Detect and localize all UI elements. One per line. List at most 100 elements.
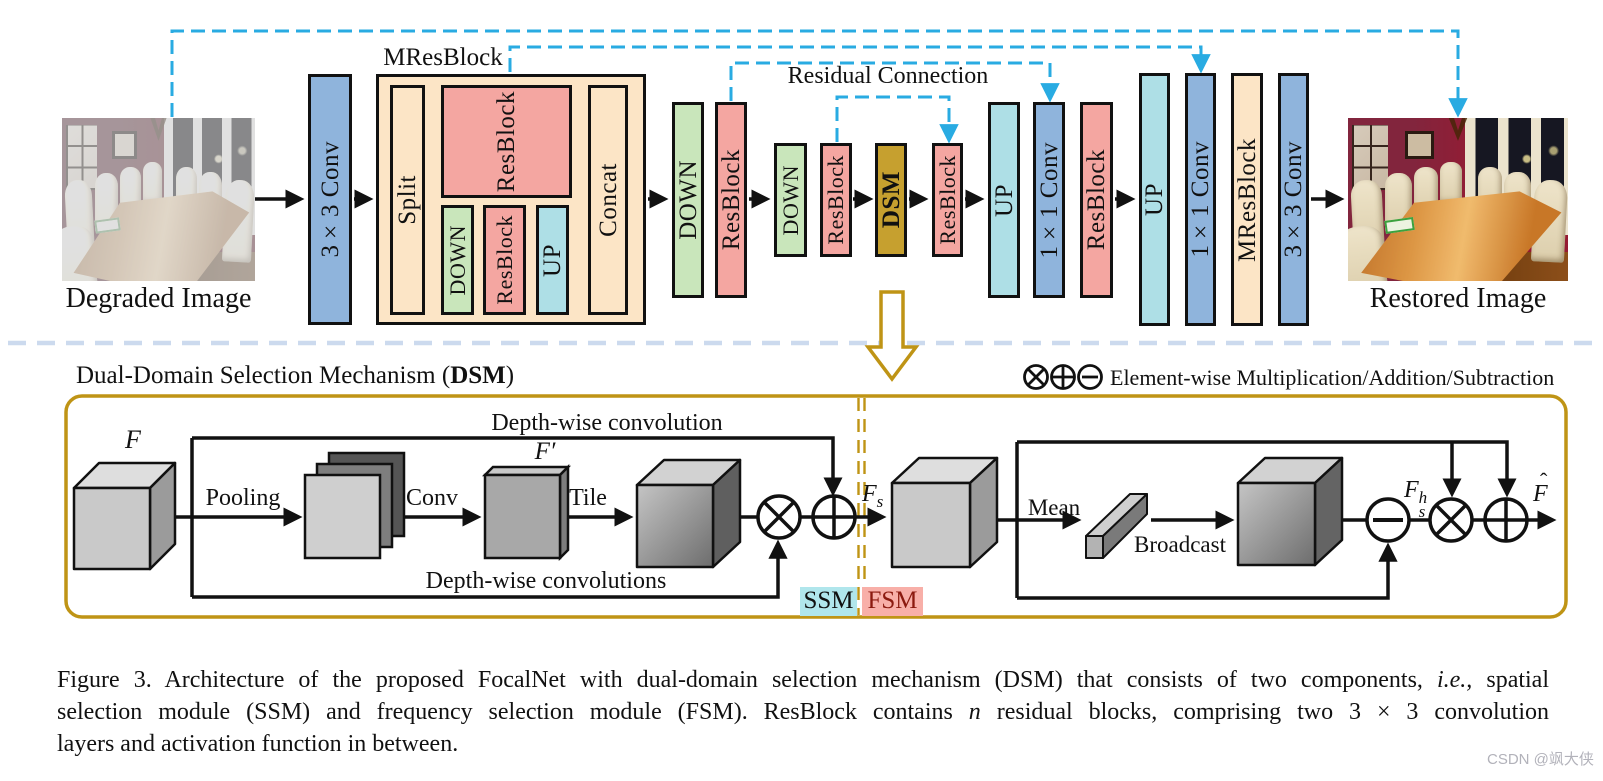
- caption-n-italic: n: [968, 699, 981, 725]
- residual-image-to-image: [170, 29, 1468, 118]
- block-conv3x3-output: 3×3 Conv: [1278, 73, 1309, 326]
- block-label: DOWN: [777, 164, 803, 236]
- tiled-attention-cube: [635, 458, 742, 569]
- caption-text: residual blocks, comprising two 3 × 3 co…: [980, 699, 1549, 725]
- caption-text: Figure 3. Architecture of the proposed F…: [57, 667, 1437, 693]
- caption-ie-italic: i.e.,: [1436, 667, 1473, 693]
- block-label: UP: [1141, 183, 1168, 216]
- ssm-bottom-path: [192, 539, 788, 599]
- caption-text: selection module (SSM) and frequency sel…: [57, 699, 969, 725]
- photo-scene: [1348, 118, 1568, 281]
- restored-image: [1348, 118, 1568, 281]
- haze-overlay: [62, 118, 255, 281]
- figure-caption: Figure 3. Architecture of the proposed F…: [57, 664, 1549, 760]
- fsm-bottom-path: [1017, 542, 1398, 600]
- block-resblock-3: ResBlock: [932, 143, 963, 257]
- ssm-fsm-divider: [857, 398, 866, 615]
- multiply-operator-ssm: [756, 494, 802, 540]
- block-label: DOWN: [444, 224, 470, 296]
- chair: [143, 162, 163, 205]
- block-conv1x1-2: 1×1 Conv: [1185, 73, 1216, 326]
- conv-label: Conv: [405, 485, 458, 511]
- broadcast-label: Broadcast: [1134, 532, 1226, 557]
- dsm-panel-title: Dual-Domain Selection Mechanism (DSM): [76, 362, 514, 390]
- depthwise-conv-bottom-label: Depth-wise convolutions: [425, 568, 667, 594]
- mean-vector-beam: [1085, 493, 1148, 559]
- subtract-operator-fsm: [1365, 497, 1411, 543]
- add-operator-fsm: [1483, 497, 1529, 543]
- picture-frames: [1352, 124, 1388, 190]
- dsm-flow-lines: [152, 436, 1557, 600]
- legend-multiply-icon: [1023, 364, 1049, 390]
- block-label: ResBlock: [493, 90, 520, 193]
- ssm-top-path: [192, 436, 843, 497]
- block-concat: Concat: [588, 85, 628, 315]
- picture-frames: [65, 124, 97, 190]
- title-text: Dual-Domain Selection Mechanism (: [76, 362, 451, 389]
- block-up-1: UP: [988, 102, 1020, 298]
- broadcast-cube: [1236, 456, 1344, 567]
- dsm-expand-arrow: [864, 290, 920, 382]
- fsm-badge: FSM: [862, 587, 923, 616]
- block-mresblock-2: MResBlock: [1231, 73, 1263, 326]
- block-label: MResBlock: [1233, 137, 1261, 262]
- block-label: UP: [990, 183, 1018, 217]
- math-label-f-prime: F′: [534, 438, 556, 465]
- residual-connection-label: Residual Connection: [787, 63, 989, 89]
- block-conv3x3-input: 3×3 Conv: [308, 74, 352, 325]
- residual-resblock-to-resblock: [835, 95, 959, 144]
- block-label: 3×3 Conv: [1280, 141, 1307, 258]
- residual-connection-lines: [170, 29, 1468, 144]
- block-label: DOWN: [674, 160, 702, 240]
- residual-resblock-to-conv1x1: [729, 61, 1060, 103]
- block-resblock-1: ResBlock: [715, 102, 747, 298]
- math-base: F: [1533, 481, 1548, 507]
- block-label: UP: [539, 243, 566, 277]
- restored-image-label: Restored Image: [1369, 283, 1547, 314]
- block-down-inner: DOWN: [441, 205, 474, 315]
- block-label: Concat: [594, 163, 622, 237]
- block-label: ResBlock: [1083, 149, 1110, 251]
- ssm-badge: SSM: [800, 587, 857, 616]
- dsm-panel-box: [64, 394, 1568, 619]
- caption-text: layers and activation function in betwee…: [57, 731, 459, 757]
- block-split: Split: [390, 85, 425, 315]
- math-sup: h: [1418, 488, 1428, 507]
- title-text: ): [505, 362, 515, 389]
- block-resblock-inner-small: ResBlock: [483, 205, 526, 315]
- caption-text: spatial: [1472, 667, 1549, 693]
- block-up-2: UP: [1139, 73, 1170, 326]
- legend-add-icon: [1050, 364, 1076, 390]
- block-up-inner: UP: [536, 205, 569, 315]
- caption-line-2: selection module (SSM) and frequency sel…: [57, 696, 1549, 728]
- block-label: 1×1 Conv: [1035, 141, 1063, 259]
- fsm-top-path: [1017, 440, 1517, 498]
- chair: [1440, 162, 1463, 205]
- title-dsm-bold: DSM: [450, 362, 506, 389]
- photo-scene: [62, 118, 255, 281]
- math-sub: s: [1418, 502, 1426, 522]
- block-label: ResBlock: [717, 149, 745, 251]
- tile-label: Tile: [569, 485, 607, 511]
- multiply-operator-fsm: [1428, 497, 1474, 543]
- caption-line-1: Figure 3. Architecture of the proposed F…: [57, 664, 1549, 696]
- block-label: Split: [394, 175, 421, 225]
- block-dsm: DSM: [875, 143, 907, 257]
- mresblock-title: MResBlock: [383, 44, 503, 71]
- block-label: ResBlock: [823, 155, 848, 245]
- legend-subtract-icon: [1077, 364, 1103, 390]
- block-resblock-4: ResBlock: [1080, 102, 1113, 298]
- add-operator-ssm: [811, 494, 857, 540]
- block-down-1: DOWN: [672, 102, 704, 298]
- residual-mresblock-to-conv1x1: [508, 45, 1211, 74]
- hat-mark: ˆ: [1540, 468, 1548, 493]
- block-down-2: DOWN: [774, 143, 807, 257]
- math-base: F: [862, 481, 877, 507]
- caption-line-3: layers and activation function in betwee…: [57, 728, 1549, 760]
- block-resblock-inner-main: ResBlock: [441, 85, 572, 198]
- feature-cube-fs: [890, 456, 999, 569]
